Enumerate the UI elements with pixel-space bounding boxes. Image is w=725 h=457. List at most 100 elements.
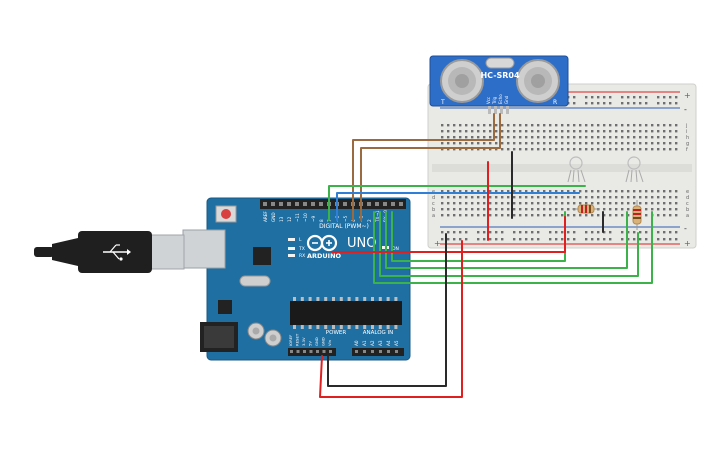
rail-hole[interactable] <box>555 231 558 234</box>
rail-hole[interactable] <box>669 96 672 99</box>
breadboard-hole[interactable] <box>453 124 456 127</box>
breadboard-hole[interactable] <box>669 124 672 127</box>
breadboard-hole[interactable] <box>489 136 492 139</box>
breadboard-hole[interactable] <box>639 124 642 127</box>
rail-hole[interactable] <box>465 238 468 241</box>
breadboard-hole[interactable] <box>633 196 636 199</box>
power-pin[interactable] <box>296 350 300 353</box>
breadboard-hole[interactable] <box>465 196 468 199</box>
breadboard-hole[interactable] <box>555 214 558 217</box>
breadboard-hole[interactable] <box>495 142 498 145</box>
breadboard-hole[interactable] <box>573 130 576 133</box>
breadboard-hole[interactable] <box>657 136 660 139</box>
breadboard-hole[interactable] <box>669 196 672 199</box>
rail-hole[interactable] <box>495 238 498 241</box>
breadboard-hole[interactable] <box>597 130 600 133</box>
breadboard-hole[interactable] <box>639 130 642 133</box>
rail-hole[interactable] <box>627 96 630 99</box>
breadboard-hole[interactable] <box>627 130 630 133</box>
breadboard-hole[interactable] <box>603 130 606 133</box>
breadboard-hole[interactable] <box>621 142 624 145</box>
breadboard-hole[interactable] <box>507 148 510 151</box>
breadboard-hole[interactable] <box>657 148 660 151</box>
breadboard-hole[interactable] <box>663 214 666 217</box>
breadboard-hole[interactable] <box>465 148 468 151</box>
wire-red-signal[interactable] <box>331 216 566 253</box>
sensor-pin-gnd[interactable] <box>506 106 509 114</box>
breadboard-hole[interactable] <box>513 196 516 199</box>
rail-hole[interactable] <box>459 231 462 234</box>
breadboard-hole[interactable] <box>489 214 492 217</box>
breadboard-hole[interactable] <box>477 196 480 199</box>
breadboard-hole[interactable] <box>579 142 582 145</box>
resistor-2[interactable] <box>632 200 642 230</box>
breadboard-hole[interactable] <box>585 190 588 193</box>
breadboard-hole[interactable] <box>549 190 552 193</box>
power-pin[interactable] <box>322 350 326 353</box>
breadboard-hole[interactable] <box>663 148 666 151</box>
breadboard-hole[interactable] <box>621 190 624 193</box>
breadboard-hole[interactable] <box>531 124 534 127</box>
breadboard-hole[interactable] <box>471 202 474 205</box>
breadboard-hole[interactable] <box>657 196 660 199</box>
rail-hole[interactable] <box>501 238 504 241</box>
digital-pin[interactable] <box>391 202 395 206</box>
breadboard-hole[interactable] <box>531 202 534 205</box>
breadboard-hole[interactable] <box>549 130 552 133</box>
breadboard-hole[interactable] <box>507 208 510 211</box>
breadboard-hole[interactable] <box>621 208 624 211</box>
rail-hole[interactable] <box>459 238 462 241</box>
breadboard-hole[interactable] <box>573 202 576 205</box>
rail-hole[interactable] <box>573 231 576 234</box>
breadboard-hole[interactable] <box>543 202 546 205</box>
breadboard-hole[interactable] <box>519 142 522 145</box>
rail-hole[interactable] <box>609 96 612 99</box>
breadboard-hole[interactable] <box>525 208 528 211</box>
breadboard-hole[interactable] <box>651 142 654 145</box>
breadboard-hole[interactable] <box>567 196 570 199</box>
breadboard-hole[interactable] <box>447 136 450 139</box>
breadboard-hole[interactable] <box>675 190 678 193</box>
rail-hole[interactable] <box>585 96 588 99</box>
rail-hole[interactable] <box>663 231 666 234</box>
rail-hole[interactable] <box>633 231 636 234</box>
breadboard-hole[interactable] <box>615 208 618 211</box>
rail-hole[interactable] <box>657 102 660 105</box>
breadboard-hole[interactable] <box>489 124 492 127</box>
rail-hole[interactable] <box>489 231 492 234</box>
reset-button-cap[interactable] <box>221 209 231 219</box>
breadboard-hole[interactable] <box>537 214 540 217</box>
rail-hole[interactable] <box>645 102 648 105</box>
breadboard-hole[interactable] <box>537 196 540 199</box>
rail-hole[interactable] <box>447 238 450 241</box>
breadboard-hole[interactable] <box>585 214 588 217</box>
breadboard-hole[interactable] <box>669 202 672 205</box>
breadboard-hole[interactable] <box>555 142 558 145</box>
rgb-led-2[interactable] <box>625 156 644 183</box>
breadboard-hole[interactable] <box>453 196 456 199</box>
breadboard-hole[interactable] <box>585 196 588 199</box>
breadboard-hole[interactable] <box>621 214 624 217</box>
analog-pin[interactable] <box>379 350 382 353</box>
breadboard-hole[interactable] <box>609 208 612 211</box>
breadboard-hole[interactable] <box>597 136 600 139</box>
breadboard-hole[interactable] <box>441 142 444 145</box>
breadboard-hole[interactable] <box>669 148 672 151</box>
breadboard-hole[interactable] <box>549 148 552 151</box>
breadboard-hole[interactable] <box>579 202 582 205</box>
breadboard-hole[interactable] <box>495 190 498 193</box>
rail-hole[interactable] <box>657 238 660 241</box>
breadboard-hole[interactable] <box>669 208 672 211</box>
breadboard-hole[interactable] <box>483 190 486 193</box>
rail-hole[interactable] <box>603 231 606 234</box>
breadboard-hole[interactable] <box>477 148 480 151</box>
breadboard-hole[interactable] <box>573 214 576 217</box>
digital-pin[interactable] <box>399 202 403 206</box>
rail-hole[interactable] <box>591 96 594 99</box>
breadboard-hole[interactable] <box>585 142 588 145</box>
analog-pin[interactable] <box>371 350 374 353</box>
breadboard-hole[interactable] <box>669 136 672 139</box>
breadboard-hole[interactable] <box>543 136 546 139</box>
power-pin[interactable] <box>316 350 319 353</box>
breadboard-hole[interactable] <box>597 202 600 205</box>
